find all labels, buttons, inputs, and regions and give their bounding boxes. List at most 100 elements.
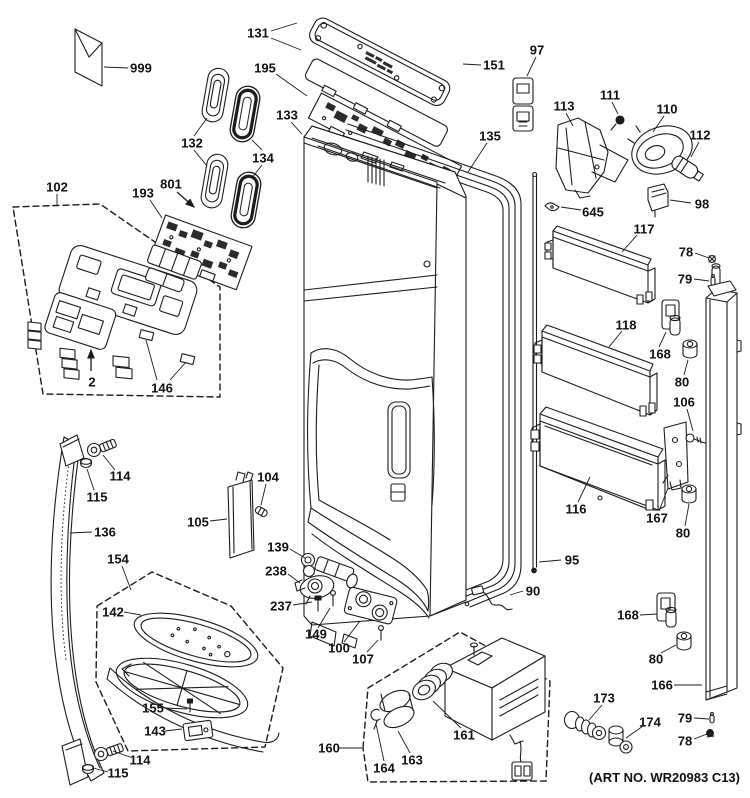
arrow-801 <box>176 191 195 208</box>
leader-line-79 <box>693 717 710 720</box>
leader-line-115 <box>86 468 95 491</box>
callout-154: 154 <box>107 552 129 567</box>
leader-line-116 <box>577 476 591 503</box>
callout-151: 151 <box>483 58 505 73</box>
leader-line-136 <box>69 531 93 534</box>
screw-114-top <box>86 438 117 458</box>
callout-80: 80 <box>676 526 690 541</box>
callout-193: 193 <box>132 186 154 201</box>
screw-78-top <box>708 255 716 263</box>
hinge-bracket-168-top <box>661 299 681 336</box>
leader-line-104 <box>260 483 267 506</box>
callout-132: 132 <box>181 136 203 151</box>
leader-line-117 <box>621 234 638 253</box>
callout-167: 167 <box>646 511 668 526</box>
callout-133: 133 <box>276 108 298 123</box>
leader-line-999 <box>103 66 129 69</box>
callout-149: 149 <box>305 627 327 642</box>
callout-112: 112 <box>690 128 711 143</box>
leader-line-174 <box>625 725 644 739</box>
cylinder-fitting-112 <box>671 155 704 182</box>
leader-line-161 <box>432 700 462 729</box>
callout-801: 801 <box>160 177 182 192</box>
leader-line-163 <box>397 730 411 754</box>
callout-115: 115 <box>108 766 129 781</box>
dashed-box-160 <box>362 631 551 783</box>
callout-645: 645 <box>582 205 604 220</box>
screw-107 <box>378 625 384 641</box>
door-bottom-latch <box>309 621 358 649</box>
button-pads <box>27 321 133 380</box>
dispenser-control-panel-2 <box>27 244 202 380</box>
leader-line-238 <box>287 573 301 584</box>
leader-line-78 <box>694 252 710 259</box>
hinge-bracket-168-bottom <box>656 592 677 628</box>
callout-78: 78 <box>679 245 693 260</box>
callout-163: 163 <box>401 753 423 768</box>
callout-105: 105 <box>187 515 209 530</box>
callout-115: 115 <box>87 490 108 505</box>
leader-line-132 <box>193 149 208 167</box>
callout-90: 90 <box>526 584 540 599</box>
leader-line-113 <box>565 112 574 127</box>
leader-line-168 <box>658 331 667 348</box>
callout-80: 80 <box>675 375 689 390</box>
callout-79: 79 <box>678 272 692 287</box>
door-bin-116 <box>530 406 666 511</box>
leader-line-107 <box>366 639 379 653</box>
dashed-box-102 <box>12 203 221 398</box>
callout-114: 114 <box>130 753 152 768</box>
leader-line-173 <box>588 704 603 721</box>
callout-139: 139 <box>267 540 289 555</box>
leader-line-112 <box>690 141 700 158</box>
callout-238: 238 <box>265 564 287 579</box>
callout-95: 95 <box>565 553 579 568</box>
leader-line-115 <box>92 767 109 773</box>
leader-line-111 <box>611 101 619 115</box>
callout-78: 78 <box>678 734 692 749</box>
pin-104 <box>254 506 268 518</box>
drip-tray-142 <box>106 612 280 753</box>
leader-line-114 <box>112 750 131 758</box>
callout-195: 195 <box>254 61 276 76</box>
leader-line-134 <box>251 139 263 151</box>
callout-111: 111 <box>600 88 620 103</box>
leader-line-146 <box>145 339 158 381</box>
bushing-80-bottom <box>676 631 692 651</box>
callout-102: 102 <box>46 180 68 195</box>
cover-bezel-plate-131 <box>304 58 448 147</box>
callout-117: 117 <box>634 222 655 237</box>
instruction-envelope-999 <box>74 28 103 87</box>
leader-line-97 <box>526 56 537 77</box>
handle-gasket-134-lower <box>230 171 262 229</box>
callout-160: 160 <box>318 741 340 756</box>
callout-168: 168 <box>617 608 639 623</box>
screw-114-bottom <box>93 743 124 762</box>
leader-line-98 <box>669 199 692 204</box>
pin-79-bottom <box>709 712 715 724</box>
callout-155: 155 <box>142 701 164 716</box>
wire-harness-90 <box>471 585 513 611</box>
pin-149 <box>330 590 336 607</box>
leader-line-80 <box>660 644 677 654</box>
leader-line-146 <box>169 361 187 381</box>
bracket-143 <box>182 719 214 742</box>
callout-113: 113 <box>554 99 575 114</box>
nut-115-bottom <box>81 763 95 775</box>
callout-237: 237 <box>270 599 292 614</box>
ice-chute-funnel-113 <box>555 117 629 199</box>
leader-line-95 <box>538 559 562 563</box>
tube-rod-95 <box>531 171 538 574</box>
pin-79-top <box>710 274 716 286</box>
leader-line-131 <box>270 22 298 32</box>
leader-line-132 <box>193 117 208 137</box>
callout-168: 168 <box>649 347 671 362</box>
callout-79: 79 <box>678 711 692 726</box>
callout-110: 110 <box>657 102 678 117</box>
leader-line-151 <box>462 63 482 66</box>
handle-insert-132-lower <box>200 153 229 209</box>
clip-164 <box>370 708 381 730</box>
callout-164: 164 <box>373 761 395 776</box>
